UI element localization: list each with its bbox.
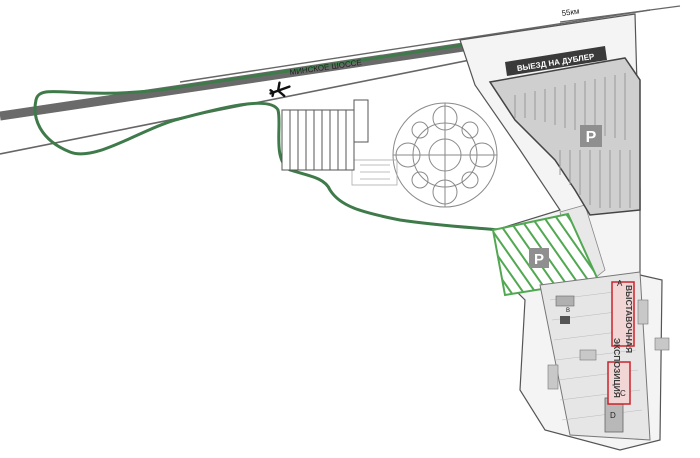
cathedral-approach [351, 159, 398, 186]
parking-icon: P [580, 125, 602, 147]
grandstand [281, 99, 369, 171]
highway-line-3 [559, 5, 681, 23]
expo-label-1: ВЫСТАВОЧНАЯ [624, 285, 634, 353]
expo-pavilions[interactable]: ВЫСТАВОЧНАЯ ЭКСПОЗИЦИЯ [607, 281, 635, 405]
parking-stalls [514, 73, 631, 208]
parking-lot-main[interactable] [488, 57, 641, 216]
zone-letter-c: C [620, 389, 626, 398]
km-marker-label: 55км [561, 7, 580, 18]
zone-letter-d: D [610, 411, 616, 420]
parking-lot-hatched[interactable]: P [491, 212, 600, 297]
expo-label-2: ЭКСПОЗИЦИЯ [612, 338, 622, 398]
parking-label-main: P [586, 129, 597, 146]
highway-line-2 [179, 9, 651, 83]
parking-label-hatched: P [534, 251, 544, 268]
zone-letter-a: A [617, 279, 623, 288]
airplane-icon [269, 81, 291, 98]
cathedral-building [392, 102, 498, 208]
route-line [33, 42, 499, 232]
highway-label: МИНСКОЕ ШОССЕ [289, 58, 362, 77]
highway-main [0, 41, 471, 121]
zone-letter-b: B [566, 308, 570, 314]
